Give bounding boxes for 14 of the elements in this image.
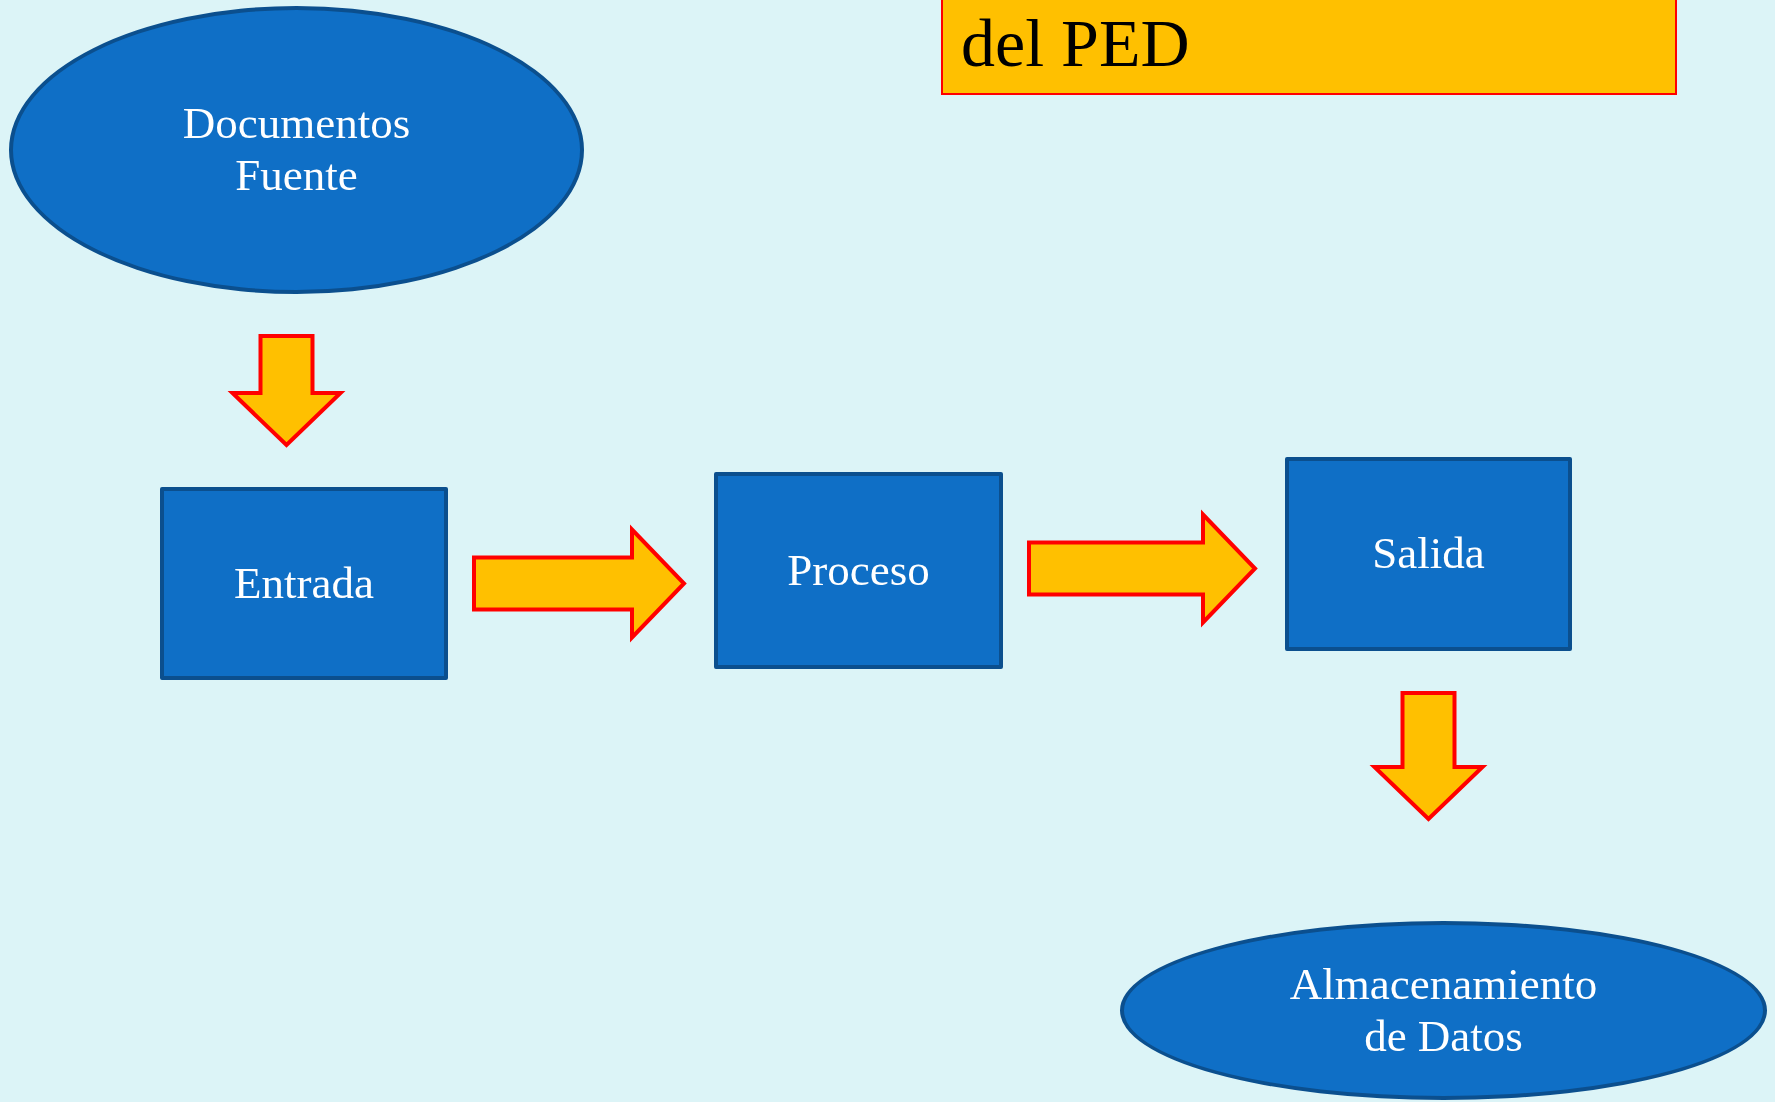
block-arrow — [227, 334, 346, 448]
block-arrow — [472, 524, 687, 643]
title-box — [941, 0, 1677, 95]
process-box — [714, 472, 1003, 669]
process-box — [1285, 457, 1572, 651]
block-arrow — [1369, 691, 1488, 822]
node-label: Entrada — [234, 557, 374, 610]
node-label: del PED — [960, 8, 1190, 77]
process-box — [160, 487, 448, 680]
node-label: Almacenamiento de Datos — [1288, 958, 1599, 1063]
block-arrow — [1027, 509, 1258, 628]
node-label: Salida — [1372, 528, 1485, 580]
node-label: Documentos Fuente — [181, 98, 412, 202]
node-label: Proceso — [787, 544, 930, 597]
